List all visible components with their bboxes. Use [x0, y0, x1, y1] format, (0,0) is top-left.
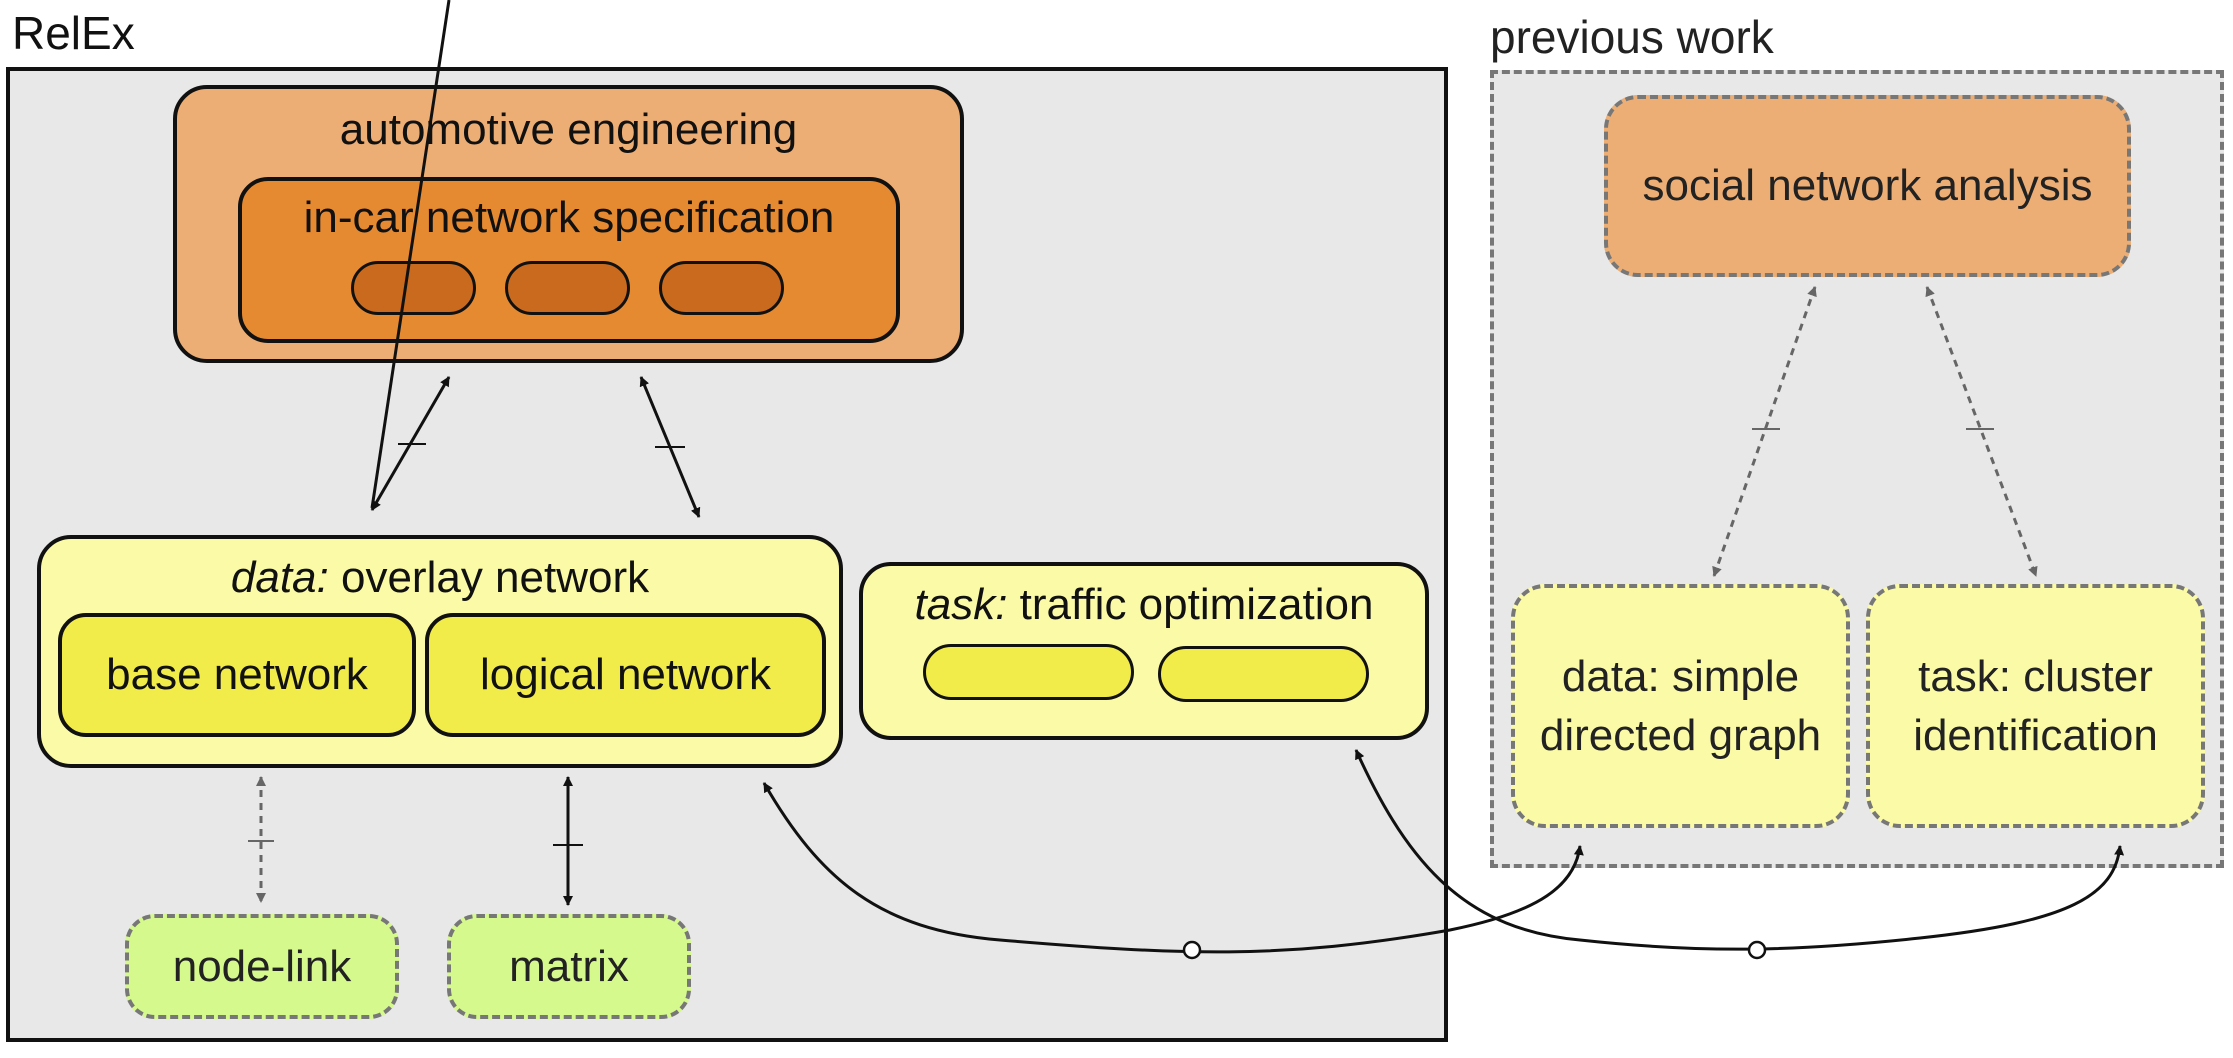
in-car-network-spec-label: in-car network specification	[303, 193, 835, 242]
node-link-label: node-link	[172, 941, 352, 991]
data-overlay-network-label: data: overlay network	[231, 553, 649, 604]
previous-work-title: previous work	[1490, 11, 1774, 63]
task-traffic-optimization-label: task: traffic optimization	[915, 580, 1374, 631]
task-prefix: task:	[914, 580, 1008, 629]
task-traffic-optimization-box: task: traffic optimization	[859, 562, 1429, 740]
data-prefix: data:	[230, 553, 329, 602]
traffic-optimization-text: traffic optimization	[1007, 580, 1374, 629]
data-correspondence-curve	[762, 782, 1584, 954]
data-overlay-network-box: data: overlay network base network logic…	[37, 535, 843, 768]
social-network-analysis-box: social network analysis	[1604, 95, 2131, 277]
automotive-engineering-label: automotive engineering	[339, 105, 798, 154]
task-item-pill	[1158, 646, 1369, 702]
matrix-label: matrix	[509, 941, 629, 991]
automotive-data-link-left	[370, 0, 451, 509]
base-network-label: base network	[106, 649, 368, 699]
data-simple-line: data: simple	[1561, 651, 1800, 701]
task-cluster-line: task: cluster	[1918, 651, 2153, 701]
in-car-network-spec-box: in-car network specification	[238, 177, 900, 343]
base-network-box: base network	[58, 613, 416, 737]
logical-network-label: logical network	[479, 649, 772, 699]
relex-title: RelEx	[12, 7, 135, 59]
node-link-box: node-link	[125, 914, 399, 1019]
matrix-box: matrix	[447, 914, 691, 1019]
spec-item-pill	[659, 261, 784, 315]
curve-midpoint-marker	[1182, 940, 1202, 960]
sna-task-link	[1925, 286, 2038, 577]
automotive-engineering-box: automotive engineering in-car network sp…	[173, 85, 964, 363]
task-item-pill	[923, 644, 1134, 700]
overlay-network-text: overlay network	[328, 553, 650, 602]
spec-item-pill	[505, 261, 630, 315]
task-correspondence-curve	[1354, 749, 2125, 951]
logical-network-box: logical network	[425, 613, 826, 737]
sna-data-link	[1712, 286, 1817, 577]
curve-midpoint-marker	[1747, 940, 1767, 960]
social-network-analysis-label: social network analysis	[1642, 161, 2093, 211]
spec-item-pill	[351, 261, 476, 315]
